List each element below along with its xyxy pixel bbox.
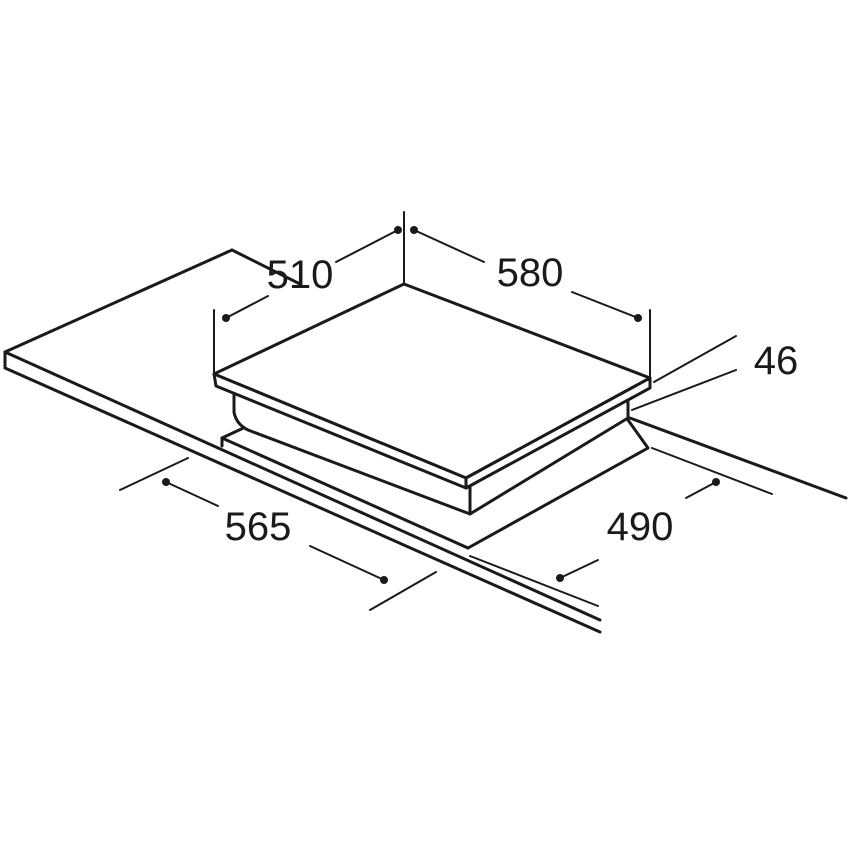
dim-565-dot-right xyxy=(380,576,388,584)
dimension-46-label: 46 xyxy=(754,339,799,383)
dimension-490: 490 xyxy=(556,447,773,582)
worktop-cutout xyxy=(220,418,650,607)
dim-565-line-right xyxy=(309,545,385,581)
dim-565-extension-right xyxy=(369,571,437,611)
dim-46-extension-top xyxy=(653,335,737,383)
dim-580-line-left xyxy=(413,229,485,263)
cutout-right-edge xyxy=(466,418,650,550)
dimension-510-label: 510 xyxy=(267,253,334,297)
dim-490-dot-bottom xyxy=(556,574,564,582)
hob-top-right-thickness xyxy=(464,376,652,490)
dim-565-extension-left xyxy=(119,457,189,491)
dim-490-dot-top xyxy=(712,478,720,486)
dim-565-line-left xyxy=(165,481,219,507)
hob-top xyxy=(212,282,652,490)
dim-565-dot-left xyxy=(162,478,170,486)
dimension-565: 565 xyxy=(119,457,437,611)
dimension-46: 46 xyxy=(631,335,799,411)
hob-underbody-side xyxy=(232,386,472,516)
dimension-565-label: 565 xyxy=(225,505,292,549)
dim-510-dot-left xyxy=(222,314,230,322)
worktop-back-edge-segment xyxy=(230,248,302,286)
worktop-right-edge xyxy=(628,416,848,500)
dim-510-line-left xyxy=(225,295,269,319)
dim-490-extension-top xyxy=(651,447,773,495)
worktop-back-left-edge xyxy=(3,248,234,354)
dim-580-line-right xyxy=(571,291,639,319)
dim-510-dot-right xyxy=(394,226,402,234)
dim-46-extension-bottom xyxy=(631,369,737,411)
worktop-front-top-edge xyxy=(3,350,602,622)
dimension-510: 510 xyxy=(213,211,405,375)
dim-580-dot-right xyxy=(634,314,642,322)
dim-510-line-right xyxy=(335,229,399,263)
dimension-490-label: 490 xyxy=(607,505,674,549)
worktop-front-bottom-edge xyxy=(3,366,602,634)
dim-490-line-bottom xyxy=(559,559,599,579)
dimension-580: 580 xyxy=(410,226,651,379)
dim-490-line-top xyxy=(685,481,717,499)
worktop xyxy=(3,248,848,634)
dimension-580-label: 580 xyxy=(497,251,564,295)
hob-top-surface xyxy=(212,282,652,480)
cutout-front-lip xyxy=(469,555,599,607)
dim-580-dot-left xyxy=(410,226,418,234)
